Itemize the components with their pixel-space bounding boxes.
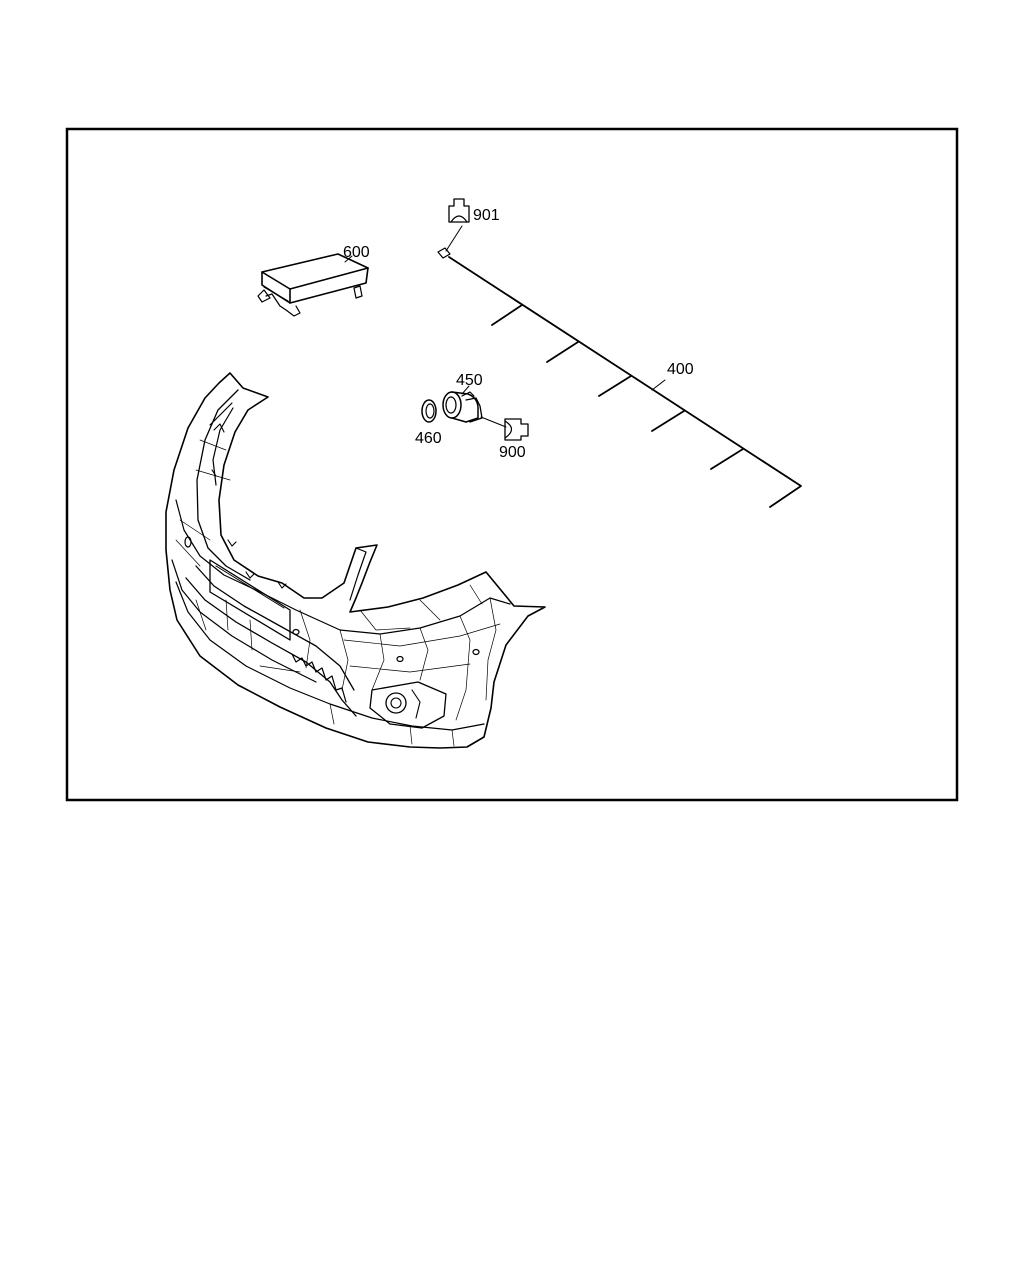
front-bumper[interactable]	[165, 372, 546, 749]
parking-sensor-450[interactable]	[442, 391, 483, 423]
label-900: 900	[499, 444, 526, 461]
label-460: 460	[415, 430, 442, 447]
wiring-harness-400[interactable]	[437, 247, 802, 508]
diagram-frame	[65, 127, 959, 802]
connector-901-icon	[448, 198, 470, 223]
label-450: 450	[456, 372, 483, 389]
sensor-ring-460[interactable]	[421, 399, 437, 423]
label-400: 400	[667, 361, 694, 378]
control-unit-600[interactable]	[257, 253, 369, 317]
connector-900-icon	[504, 418, 529, 441]
label-600: 600	[343, 244, 370, 261]
label-901: 901	[473, 207, 500, 224]
